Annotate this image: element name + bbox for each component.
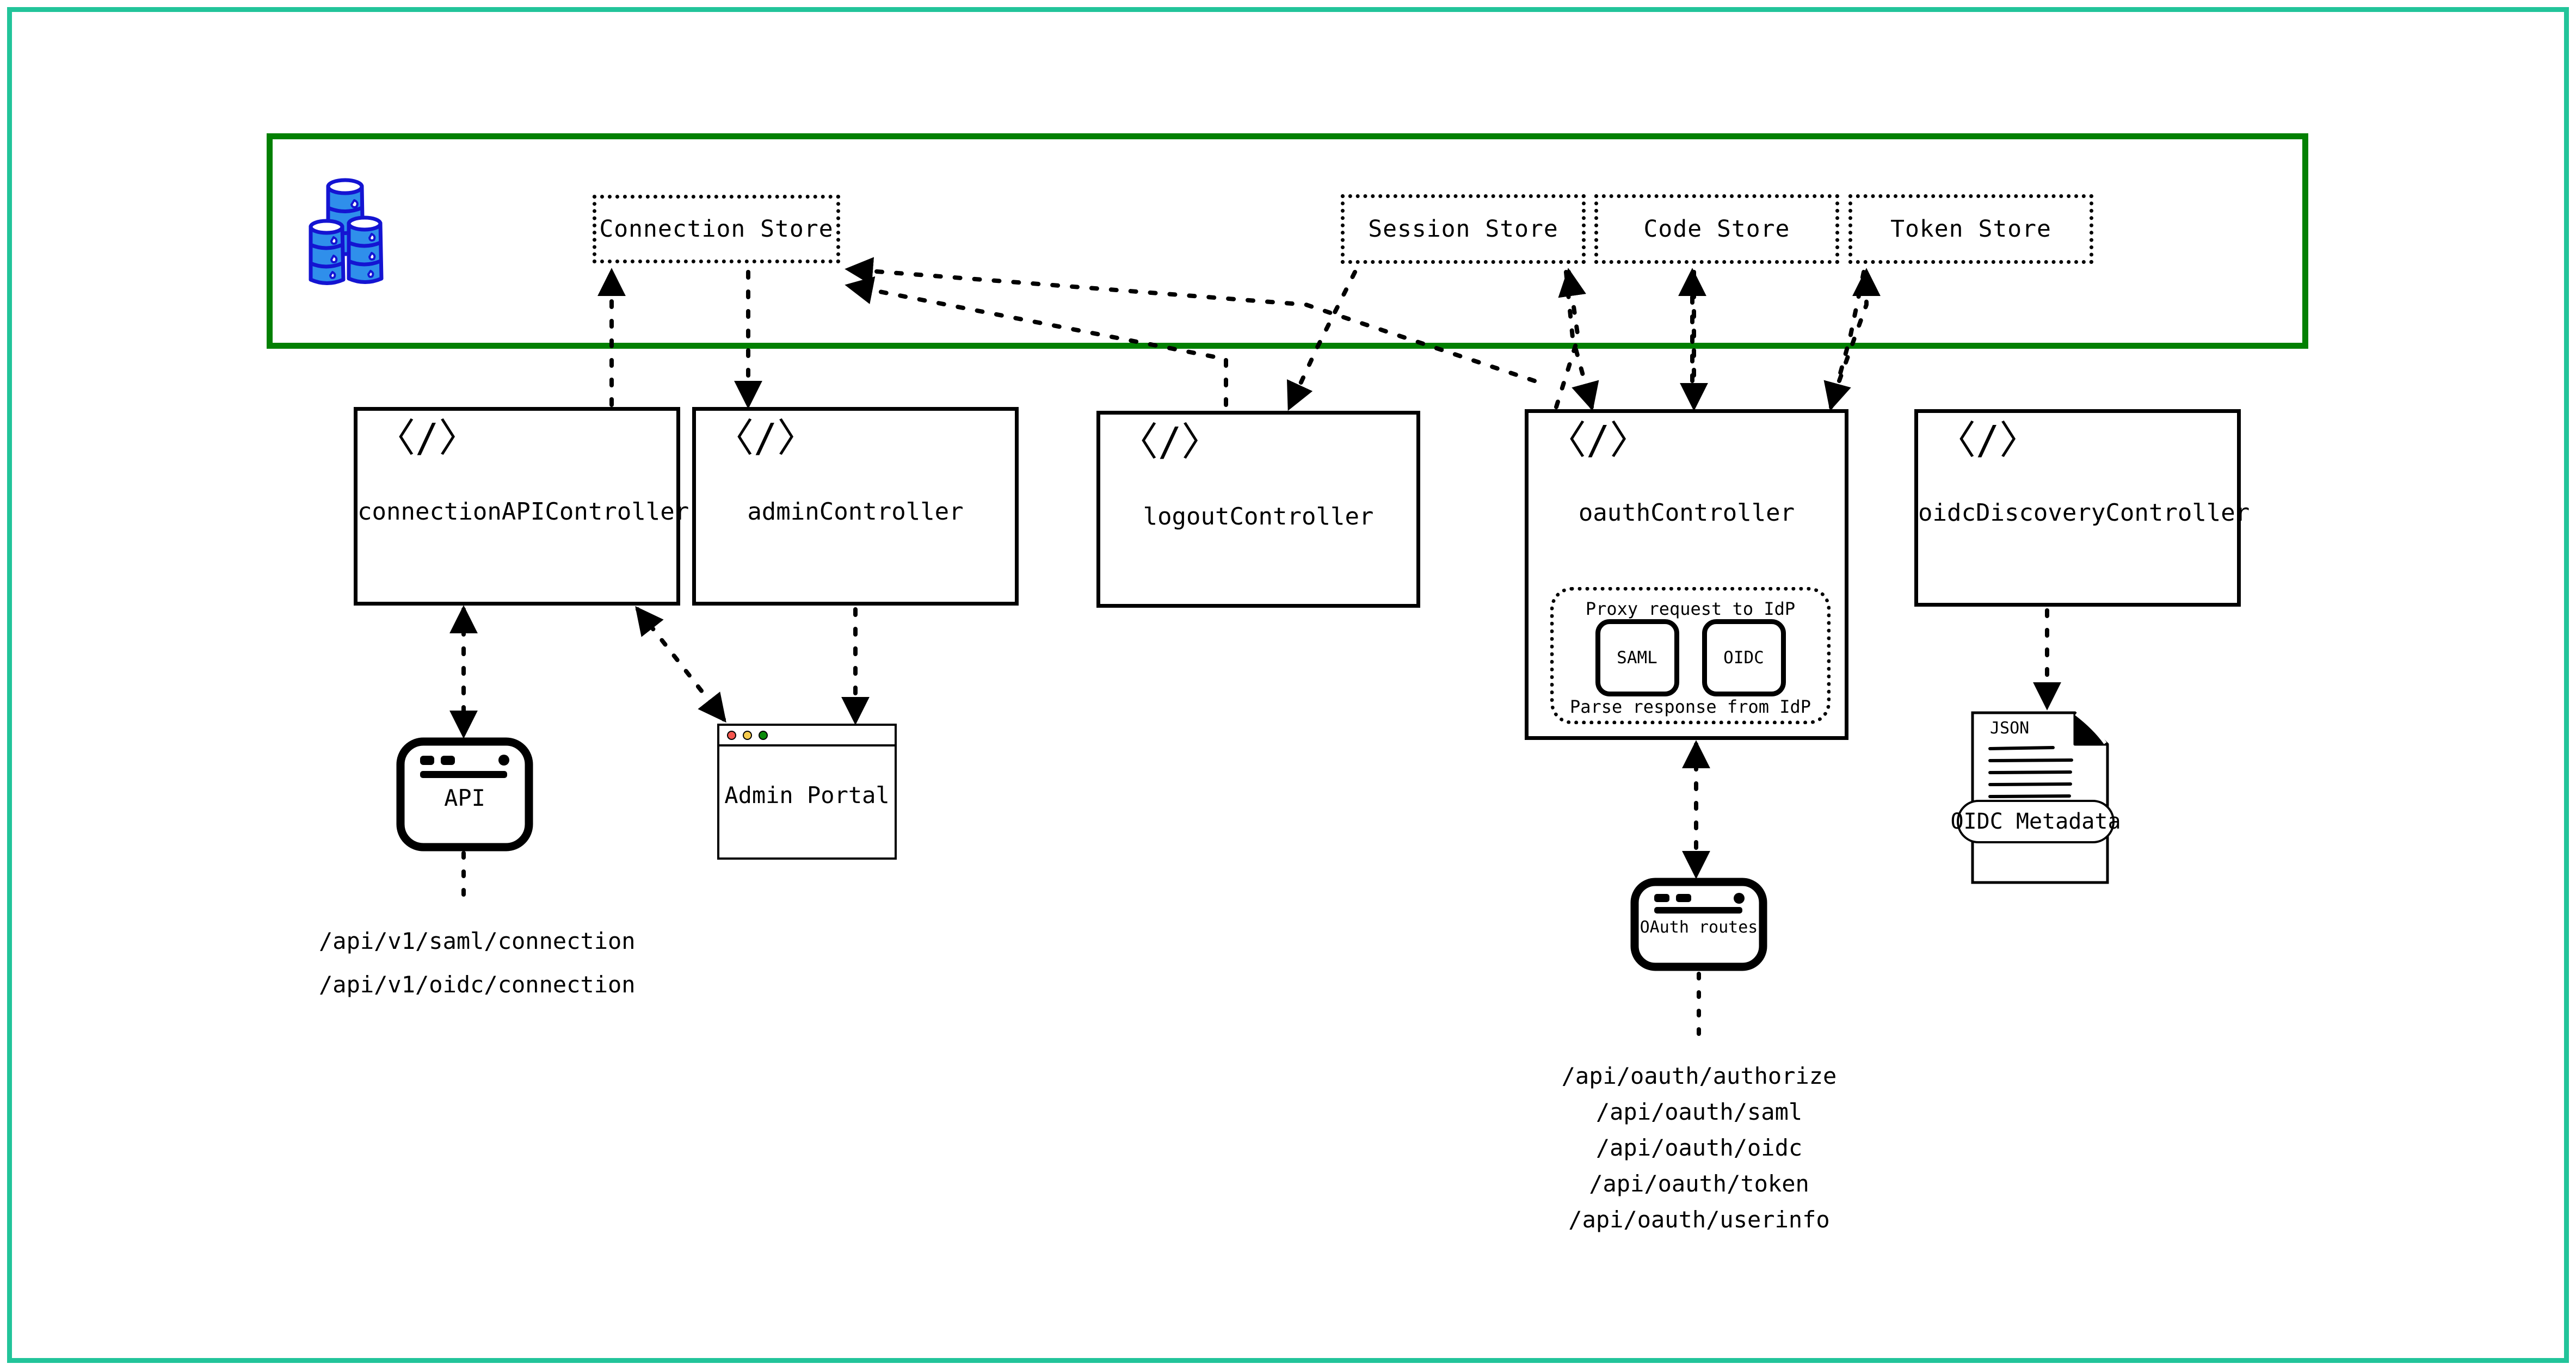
arrow-logout-to-connection-store — [845, 276, 1228, 407]
protocol-label: SAML — [1617, 648, 1657, 668]
controller-title: logoutController — [1143, 503, 1374, 530]
traffic-light-yellow — [743, 730, 752, 740]
store-box-code-store[interactable]: Code Store — [1594, 194, 1839, 264]
controller-title: oauthController — [1578, 499, 1795, 527]
browser-window-rounded-icon[interactable] — [1630, 878, 1767, 971]
protocol-row: SAML OIDC — [1595, 619, 1786, 696]
oidc-metadata-badge[interactable]: OIDC Metadata — [1950, 800, 2121, 843]
store-box-token-store[interactable]: Token Store — [1848, 194, 2093, 264]
oidc-metadata-label: OIDC Metadata — [1950, 809, 2121, 834]
oauth-routes-label: OAuth routes — [1640, 918, 1758, 937]
controller-box-admin-controller[interactable]: 〈/〉 adminController — [692, 407, 1019, 606]
traffic-light-green — [759, 730, 768, 740]
controller-title: adminController — [747, 498, 964, 526]
controller-box-connection-api-controller[interactable]: 〈/〉 connectionAPIController — [354, 407, 689, 606]
proxy-bottom-label: Parse response from IdP — [1569, 696, 1811, 717]
protocol-pill-saml[interactable]: SAML — [1595, 619, 1679, 696]
code-icon: 〈/〉 — [1119, 419, 1221, 465]
controller-box-oidc-discovery-controller[interactable]: 〈/〉 oidcDiscoveryController — [1914, 409, 2250, 607]
store-label: Token Store — [1890, 215, 2051, 243]
endpoint-item: /api/v1/oidc/connection — [319, 971, 636, 998]
traffic-light-red — [727, 730, 736, 740]
endpoint-item: /api/v1/saml/connection — [319, 928, 636, 954]
arrow-oauth-to-token-store — [1837, 268, 1881, 383]
endpoint-item: /api/oauth/oidc — [1595, 1134, 1803, 1161]
code-icon: 〈/〉 — [1937, 417, 2039, 463]
browser-titlebar — [719, 726, 895, 746]
code-icon: 〈/〉 — [376, 415, 478, 461]
controller-box-logout-controller[interactable]: 〈/〉 logoutController — [1096, 411, 1420, 608]
arrow-oauth-to-session-store — [1554, 268, 1586, 409]
database-stack-icon — [309, 178, 384, 285]
store-label: Session Store — [1368, 215, 1558, 243]
controller-box-oauth-controller[interactable]: 〈/〉 oauthController Proxy request to IdP… — [1525, 409, 1848, 740]
arrow-session-store-to-logout — [1286, 270, 1357, 411]
endpoint-item: /api/oauth/authorize — [1561, 1063, 1837, 1089]
endpoint-item: /api/oauth/userinfo — [1568, 1206, 1830, 1233]
protocol-pill-oidc[interactable]: OIDC — [1702, 619, 1786, 696]
arrow-token-store-to-oauth — [1823, 270, 1866, 411]
store-label: Code Store — [1643, 215, 1790, 243]
outer-frame — [7, 7, 2569, 1363]
code-icon: 〈/〉 — [1547, 417, 1649, 463]
controller-title: oidcDiscoveryController — [1918, 499, 2250, 527]
store-box-connection-store[interactable]: Connection Store — [593, 195, 840, 263]
json-doc-label: JSON — [1990, 719, 2029, 738]
device-icon[interactable] — [396, 737, 533, 851]
api-node-label: API — [444, 785, 485, 811]
arrow-oauth-to-connection-store — [845, 257, 1537, 383]
endpoint-item: /api/oauth/token — [1589, 1170, 1809, 1197]
endpoint-item: /api/oauth/saml — [1595, 1099, 1803, 1125]
admin-portal-label: Admin Portal — [724, 782, 890, 809]
oauth-endpoints-list: /api/oauth/authorize /api/oauth/saml /ap… — [1469, 1058, 1929, 1238]
browser-window-icon[interactable] — [717, 724, 897, 860]
store-box-session-store[interactable]: Session Store — [1341, 194, 1586, 264]
protocol-label: OIDC — [1723, 648, 1764, 668]
controller-title: connectionAPIController — [358, 498, 689, 526]
proxy-top-label: Proxy request to IdP — [1585, 598, 1796, 619]
store-label: Connection Store — [599, 215, 834, 243]
proxy-group: Proxy request to IdP SAML OIDC Parse res… — [1550, 587, 1831, 724]
arrow-connapi-to-admin-portal — [635, 606, 726, 723]
code-icon: 〈/〉 — [714, 415, 817, 461]
connection-endpoints-list: /api/v1/saml/connection /api/v1/oidc/con… — [319, 919, 636, 1007]
arrow-session-store-to-oauth — [1564, 270, 1599, 411]
